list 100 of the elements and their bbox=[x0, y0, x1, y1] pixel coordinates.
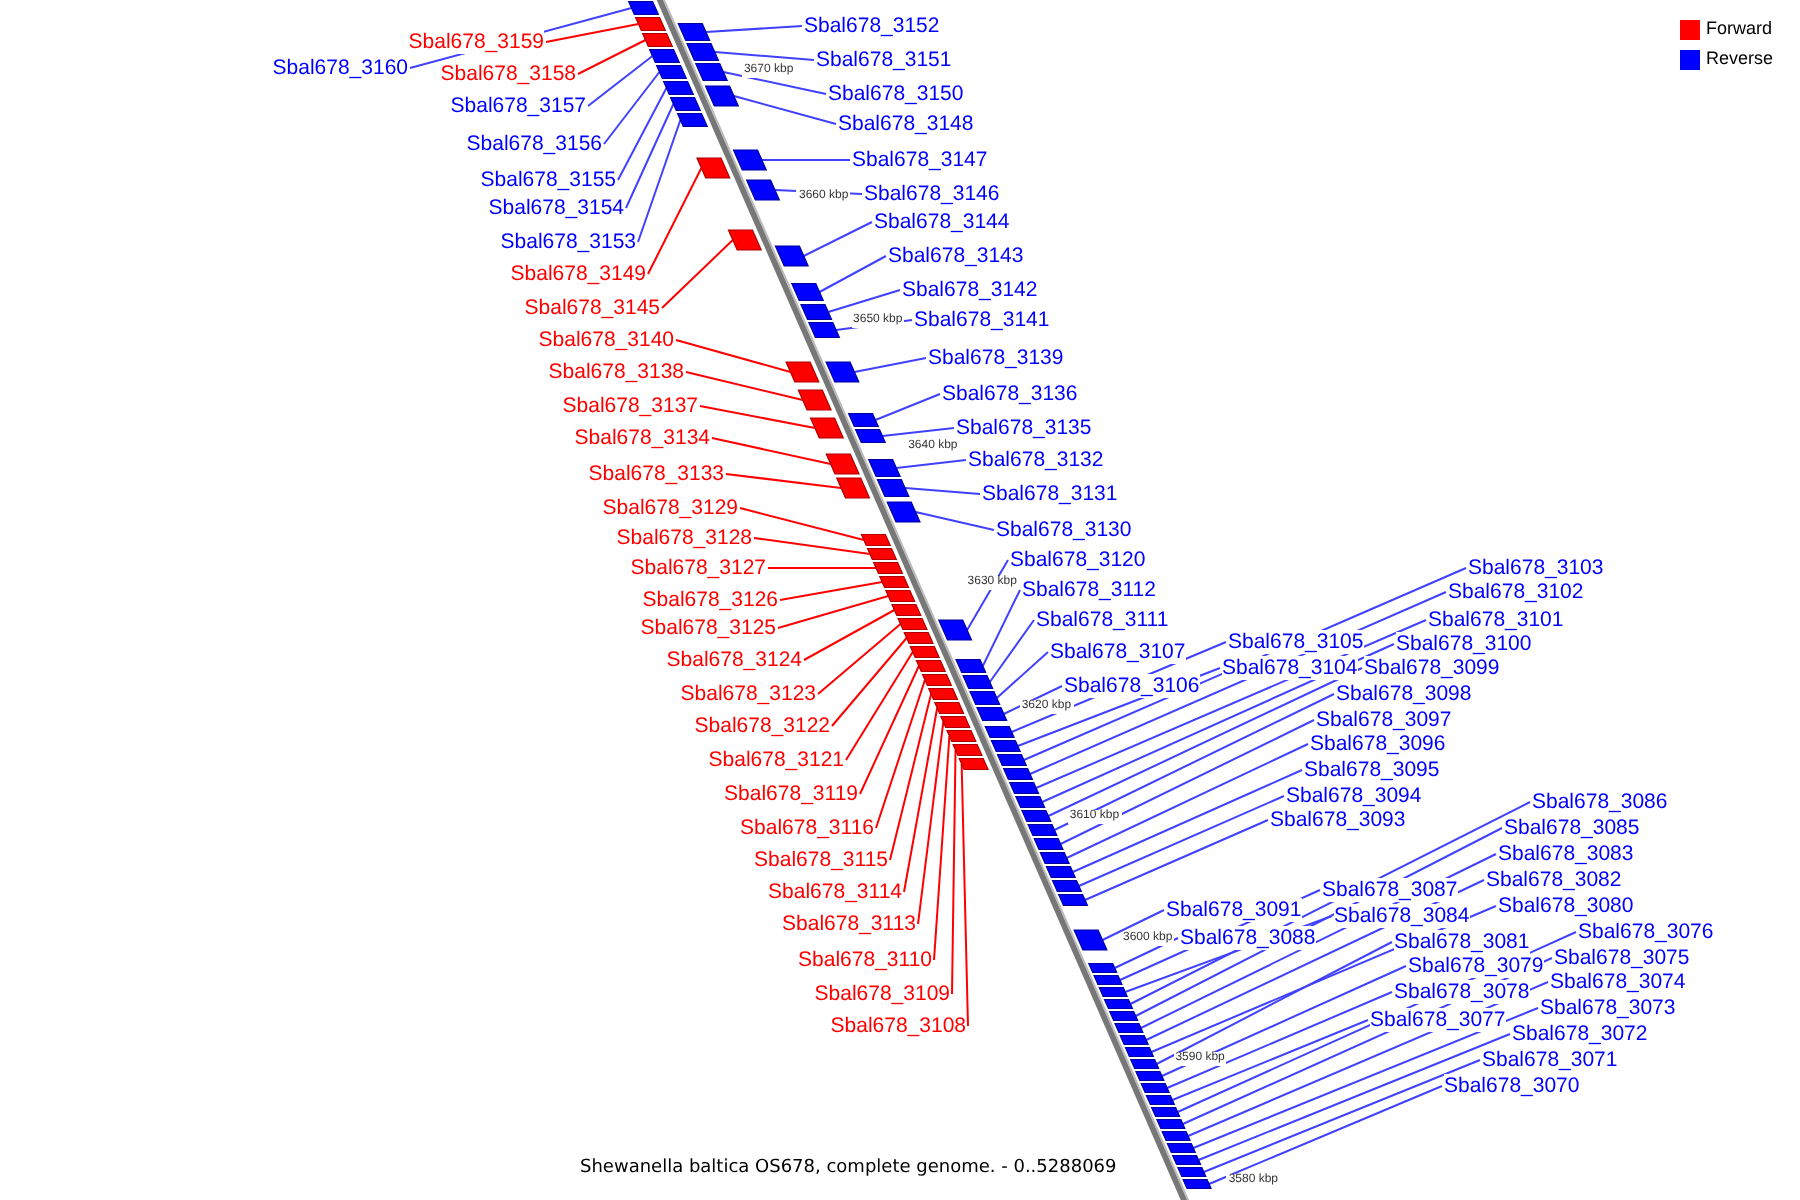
gene-label: Sbal678_3102 bbox=[1448, 580, 1584, 604]
gene-glyph bbox=[1161, 1130, 1191, 1142]
leader-line bbox=[603, 71, 661, 145]
gene-label: Sbal678_3077 bbox=[1370, 1008, 1506, 1032]
gene-label: Sbal678_3128 bbox=[616, 526, 752, 550]
gene-label: Sbal678_3146 bbox=[864, 182, 1000, 206]
gene-label: Sbal678_3127 bbox=[630, 556, 766, 580]
gene-label: Sbal678_3093 bbox=[1270, 808, 1406, 832]
gene-glyph bbox=[1093, 974, 1123, 986]
gene-glyph bbox=[962, 674, 994, 690]
gene-label: Sbal678_3140 bbox=[538, 328, 674, 352]
gene-label: Sbal678_3155 bbox=[480, 168, 616, 192]
gene-glyph bbox=[1114, 1022, 1144, 1034]
gene-label: Sbal678_3095 bbox=[1304, 758, 1440, 782]
gene-glyph bbox=[655, 64, 688, 80]
gene-label: Sbal678_3094 bbox=[1286, 784, 1422, 808]
leader-line bbox=[917, 721, 945, 925]
gene-glyph bbox=[1073, 929, 1108, 951]
leader-line bbox=[1084, 819, 1269, 901]
gene-label: Sbal678_3148 bbox=[838, 112, 974, 136]
gene-glyph bbox=[1129, 1058, 1160, 1070]
leader-line bbox=[966, 559, 1009, 631]
leader-line bbox=[853, 357, 927, 373]
leader-line bbox=[995, 651, 1049, 699]
gene-label: Sbal678_3137 bbox=[562, 394, 698, 418]
leader-line bbox=[831, 637, 908, 727]
gene-glyph bbox=[872, 561, 904, 575]
gene-glyph bbox=[1051, 879, 1083, 893]
gene-glyph bbox=[955, 658, 987, 674]
leader-line bbox=[1065, 743, 1309, 859]
gene-glyph bbox=[878, 575, 910, 589]
gene-glyph bbox=[1057, 893, 1089, 907]
leader-line bbox=[988, 619, 1035, 683]
gene-label: Sbal678_3106 bbox=[1064, 674, 1200, 698]
gene-glyph bbox=[790, 282, 825, 302]
gene-label: Sbal678_3099 bbox=[1364, 656, 1500, 680]
gene-label: Sbal678_3101 bbox=[1428, 608, 1564, 632]
gene-label: Sbal678_3122 bbox=[694, 714, 830, 738]
gene-label: Sbal678_3130 bbox=[996, 518, 1132, 542]
gene-label: Sbal678_3126 bbox=[642, 588, 778, 612]
legend-label: Forward bbox=[1706, 18, 1773, 40]
leader-line bbox=[1160, 965, 1407, 1077]
leader-line bbox=[827, 289, 901, 313]
leader-line bbox=[874, 393, 941, 421]
gene-label: Sbal678_3075 bbox=[1554, 946, 1690, 970]
gene-glyph bbox=[1124, 1046, 1155, 1058]
gene-label: Sbal678_3154 bbox=[488, 196, 624, 220]
gene-label: Sbal678_3143 bbox=[888, 244, 1024, 268]
leader-line bbox=[1171, 1019, 1369, 1101]
leader-line bbox=[722, 71, 827, 95]
gene-glyph bbox=[662, 80, 695, 96]
gene-glyph bbox=[866, 547, 898, 561]
gene-glyph bbox=[1033, 837, 1064, 851]
gene-label: Sbal678_3083 bbox=[1498, 842, 1634, 866]
gene-glyph bbox=[696, 157, 731, 179]
gene-glyph bbox=[909, 645, 941, 659]
gene-label: Sbal678_3136 bbox=[942, 382, 1078, 406]
gene-glyph bbox=[1098, 986, 1129, 998]
gene-glyph bbox=[704, 85, 740, 107]
leader-line bbox=[904, 487, 981, 495]
gene-glyph bbox=[884, 589, 916, 603]
gene-glyph bbox=[634, 16, 667, 32]
leader-line bbox=[732, 95, 837, 125]
gene-label: Sbal678_3121 bbox=[708, 748, 844, 772]
leader-line bbox=[881, 427, 955, 437]
leader-line bbox=[675, 339, 792, 373]
gene-glyph bbox=[1171, 1154, 1202, 1166]
gene-glyph bbox=[976, 706, 1008, 722]
gene-glyph bbox=[1176, 1166, 1207, 1178]
leader-line bbox=[951, 749, 957, 995]
gene-label: Sbal678_3078 bbox=[1394, 980, 1530, 1004]
gene-label: Sbal678_3108 bbox=[830, 1014, 966, 1038]
gene-glyph bbox=[937, 619, 973, 641]
gene-label: Sbal678_3132 bbox=[968, 448, 1104, 472]
gene-label: Sbal678_3152 bbox=[804, 14, 940, 38]
leader-line bbox=[818, 255, 887, 293]
caption: Shewanella baltica OS678, complete genome. - 0..5288069 bbox=[580, 1158, 1117, 1178]
gene-label: Sbal678_3071 bbox=[1482, 1048, 1618, 1072]
gene-label: Sbal678_3082 bbox=[1486, 868, 1622, 892]
leader-line bbox=[777, 595, 890, 629]
leader-line bbox=[1041, 643, 1395, 803]
gene-glyph bbox=[727, 229, 763, 251]
gene-label: Sbal678_3156 bbox=[466, 132, 602, 156]
leader-line bbox=[767, 567, 878, 569]
gene-glyph bbox=[1045, 865, 1077, 879]
leader-line bbox=[817, 623, 902, 695]
leader-line bbox=[625, 103, 675, 209]
gene-glyph bbox=[686, 42, 720, 62]
gene-label: Sbal678_3079 bbox=[1408, 954, 1544, 978]
gene-glyph bbox=[669, 96, 702, 112]
leader-line bbox=[1059, 719, 1315, 845]
leader-line bbox=[713, 51, 815, 61]
gene-glyph bbox=[641, 32, 674, 48]
gene-glyph bbox=[860, 533, 892, 547]
leader-line bbox=[760, 159, 851, 161]
gene-glyph bbox=[825, 453, 860, 475]
gene-label: Sbal678_3109 bbox=[814, 982, 950, 1006]
gene-glyph bbox=[1103, 998, 1134, 1010]
gene-glyph bbox=[990, 739, 1022, 753]
gene-label: Sbal678_3085 bbox=[1504, 816, 1640, 840]
